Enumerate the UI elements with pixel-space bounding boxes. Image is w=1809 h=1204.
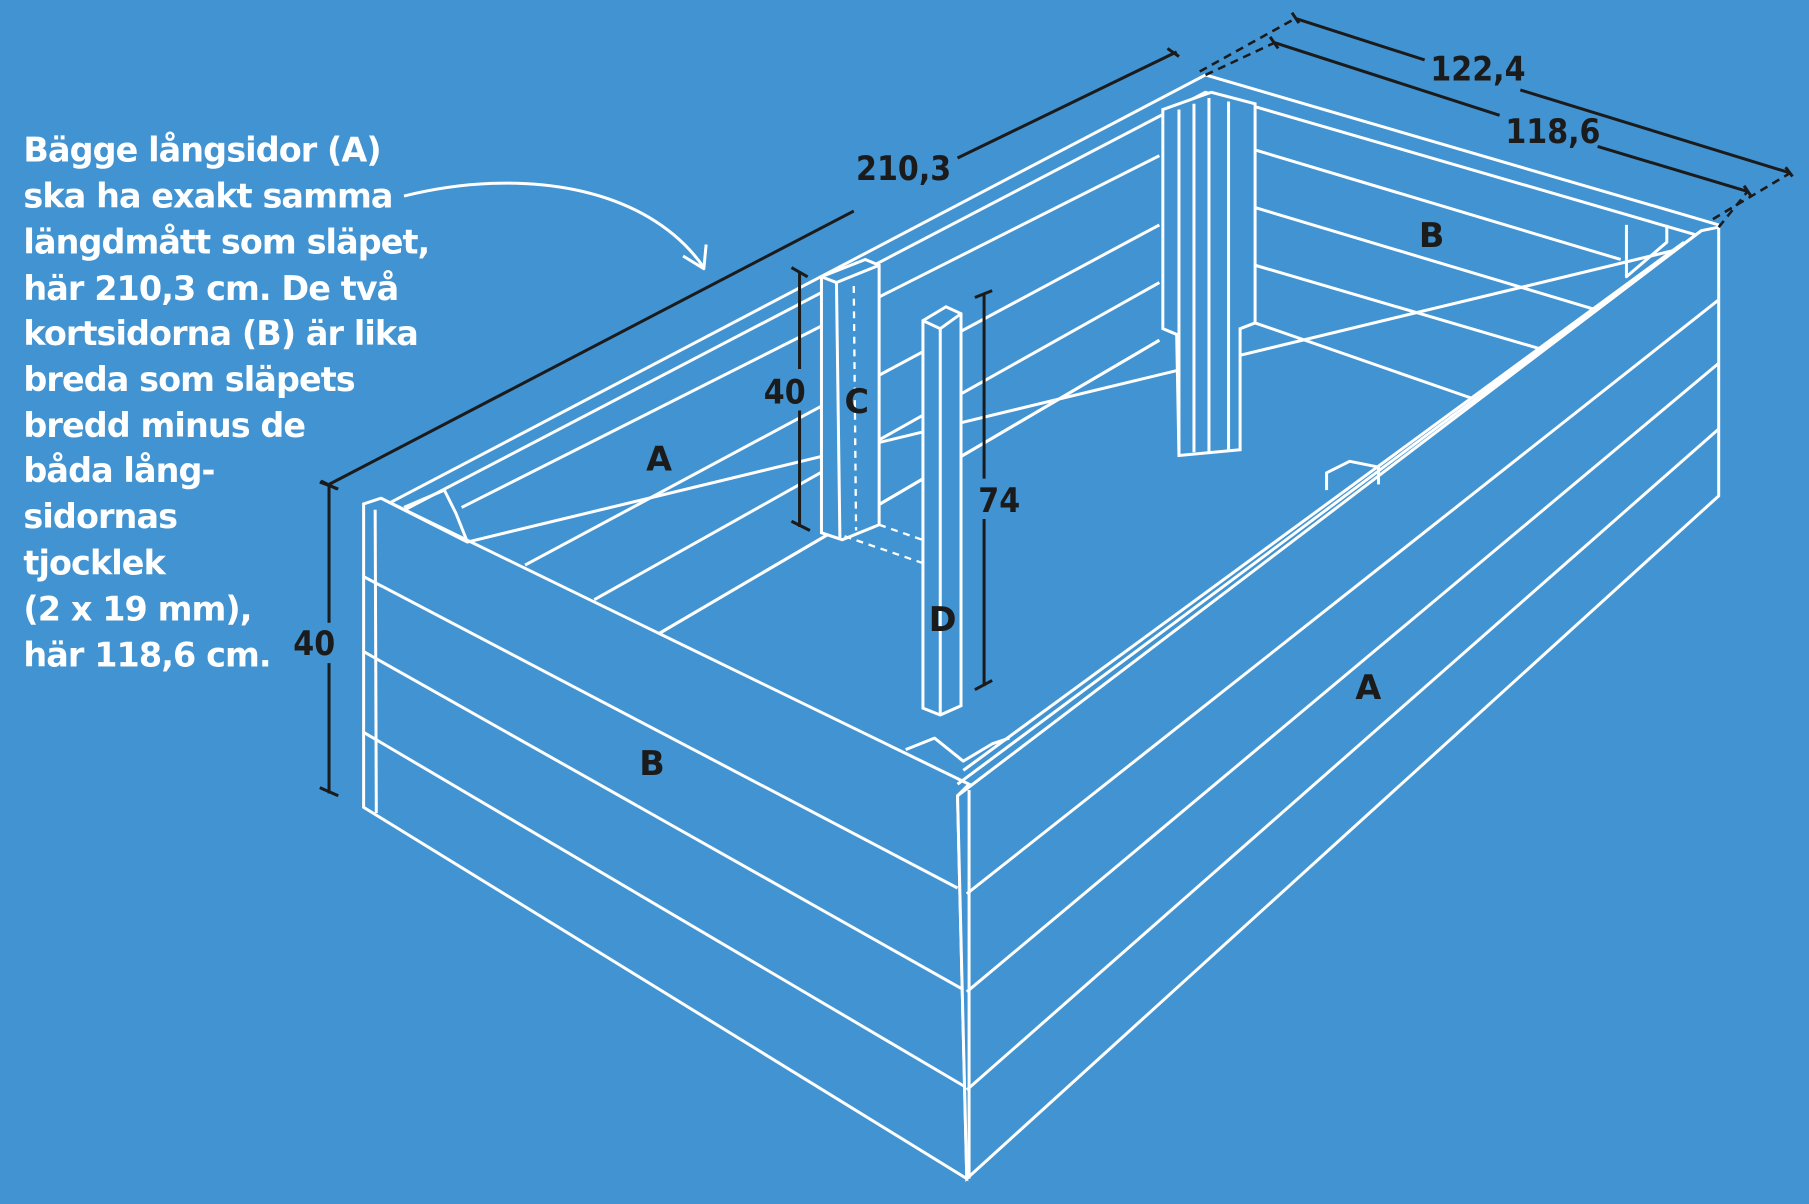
description-line: kortsidorna (B) är lika — [23, 314, 417, 353]
post-d — [921, 305, 963, 717]
description-line: Bägge långsidor (A) — [23, 130, 380, 169]
dimension-lines — [319, 11, 1794, 798]
label-c: C — [845, 382, 870, 421]
box-structure — [362, 73, 1721, 1182]
dimension-length: 210,3 — [856, 149, 951, 188]
dimension-outer-width: 122,4 — [1430, 50, 1525, 89]
description-line: här 118,6 cm. — [23, 636, 270, 675]
dimension-height: 40 — [293, 624, 335, 663]
description-line: sidornas — [23, 497, 177, 536]
description-line: båda lång- — [23, 451, 214, 490]
dimension-post-c: 40 — [764, 373, 806, 412]
description-line: ska ha exakt samma — [23, 177, 392, 216]
label-a-front: A — [1355, 668, 1381, 707]
description-line: längdmått som släpet, — [23, 223, 429, 262]
label-d: D — [929, 600, 957, 639]
label-b-front: B — [639, 744, 664, 783]
description-text: Bägge långsidor (A) ska ha exakt samma l… — [23, 130, 430, 675]
dimension-inner-width: 118,6 — [1505, 112, 1600, 151]
label-b-back: B — [1419, 216, 1445, 255]
post-c — [819, 257, 930, 567]
label-a-back: A — [646, 440, 672, 479]
description-line: tjocklek — [23, 543, 166, 582]
description-line: breda som släpets — [23, 360, 354, 399]
description-line: här 210,3 cm. De två — [23, 269, 398, 308]
description-line: bredd minus de — [23, 406, 305, 445]
dimension-post-d: 74 — [978, 481, 1020, 520]
description-line: (2 x 19 mm), — [23, 589, 251, 628]
pointer-arrow-icon — [403, 181, 708, 271]
